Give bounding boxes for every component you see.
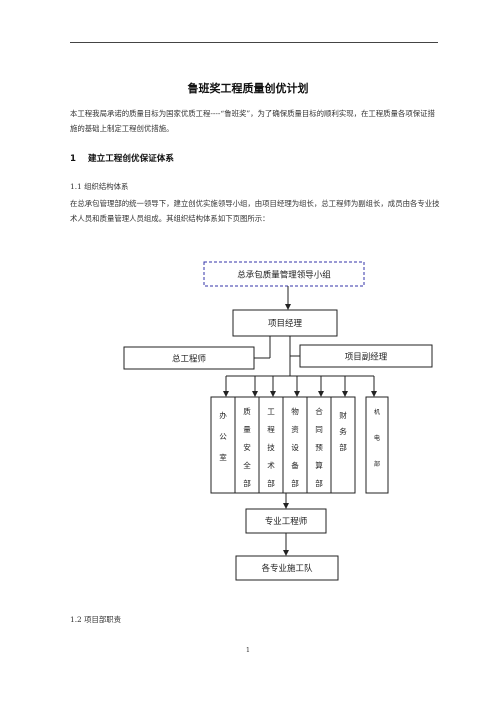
leadership-group-label: 总承包质量管理领导小组 — [237, 270, 331, 281]
page-number: 1 — [245, 646, 251, 654]
dept-contracts-char-4: 算 — [315, 460, 323, 470]
dept-mep-char-3: 部 — [374, 460, 380, 468]
project-manager-label: 项目经理 — [268, 318, 303, 329]
project-manager-box — [232, 309, 338, 337]
dept-contracts-char-5: 部 — [315, 478, 323, 488]
dept-box-quality-safety — [234, 396, 260, 494]
construction-teams-label: 各专业施工队 — [261, 563, 313, 574]
dept-engineering-char-5: 部 — [267, 478, 275, 488]
chief-engineer-label: 总工程师 — [172, 354, 207, 365]
section-1-1-paragraph: 在总承包管理部的统一领导下，建立创优实施领导小组，由项目经理为组长，总工程师为副… — [70, 199, 440, 223]
dept-office-char-1: 办 — [219, 410, 227, 420]
section-1-heading: 1 建立工程创优保证体系 — [70, 152, 174, 164]
dept-engineering-char-1: 工 — [267, 407, 275, 416]
dept-contracts-char-1: 合 — [315, 406, 323, 416]
dept-materials-char-2: 资 — [291, 424, 299, 434]
dept-materials-char-5: 部 — [291, 478, 299, 488]
section-1-title: 建立工程创优保证体系 — [88, 154, 174, 164]
specialist-engineer-label: 专业工程师 — [265, 516, 308, 527]
dept-engineering-char-2: 程 — [267, 425, 275, 434]
dept-mep-char-1: 机 — [374, 408, 381, 416]
dept-quality-char-2: 量 — [243, 425, 251, 434]
document-title: 鲁班奖工程质量创优计划 — [187, 82, 309, 95]
dept-box-office — [210, 396, 236, 494]
dept-contracts-char-3: 预 — [315, 442, 323, 452]
deputy-manager-label: 项目副经理 — [345, 352, 388, 363]
dept-materials-char-4: 备 — [291, 460, 299, 470]
dept-office-char-2: 公 — [219, 432, 227, 441]
intro-paragraph: 本工程我局承诺的质量目标为国家优质工程----“鲁班奖”，为了确保质量目标的顺利… — [70, 109, 435, 133]
dept-box-mep — [365, 396, 389, 494]
leadership-group-box — [203, 261, 365, 287]
construction-teams-box — [235, 555, 339, 581]
header-rule — [70, 42, 438, 43]
section-1-1-heading: 1.1 组织结构体系 — [70, 182, 129, 191]
specialist-engineer-box — [245, 508, 327, 534]
dept-finance-char-2: 务 — [339, 426, 347, 436]
dept-quality-char-1: 质 — [243, 406, 251, 416]
dept-materials-char-3: 设 — [291, 442, 299, 452]
dept-finance-char-1: 财 — [339, 410, 347, 420]
section-1-number: 1 — [70, 154, 76, 164]
department-boxes — [210, 396, 389, 494]
dept-office-char-3: 室 — [219, 452, 227, 462]
dept-quality-char-3: 安 — [243, 442, 251, 452]
dept-engineering-char-4: 术 — [267, 460, 275, 470]
section-1-2-heading: 1.2 项目部职责 — [70, 615, 122, 624]
dept-quality-char-5: 部 — [243, 478, 251, 488]
dept-box-finance — [330, 396, 356, 494]
dept-materials-char-1: 物 — [291, 406, 299, 416]
dept-quality-char-4: 全 — [243, 460, 251, 470]
dept-box-materials — [282, 396, 308, 494]
dept-engineering-char-3: 技 — [267, 442, 275, 452]
dept-contracts-char-2: 同 — [315, 425, 323, 434]
dept-finance-char-3: 部 — [339, 442, 347, 452]
dept-mep-char-2: 电 — [374, 434, 380, 442]
